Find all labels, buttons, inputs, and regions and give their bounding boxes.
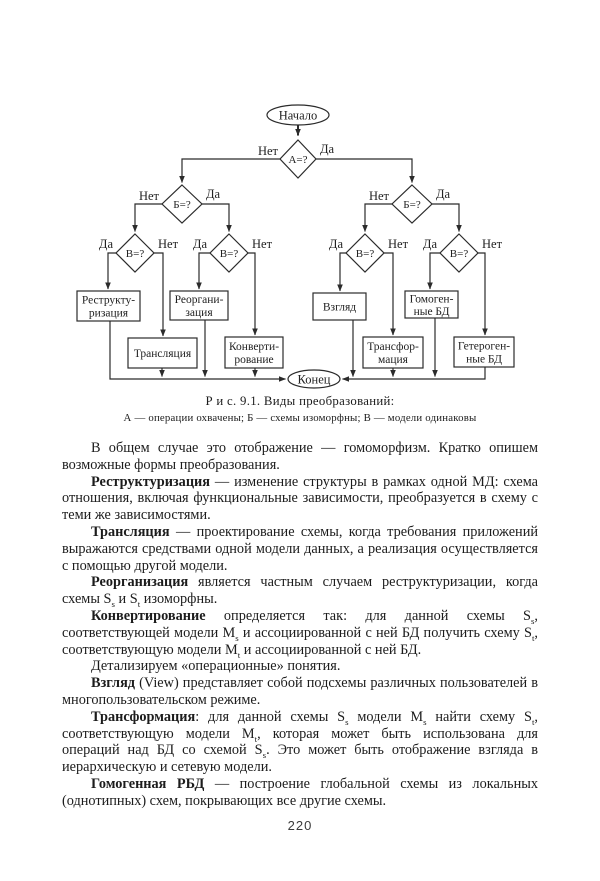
paragraph-intro: В общем случае это отображение — гомомор…	[62, 440, 538, 473]
branch-yes-label: Да	[329, 237, 344, 251]
terminator-end-label: Конец	[298, 373, 331, 387]
terminator-start: Начало	[266, 104, 330, 126]
decision-v-4: В=? Да Нет	[423, 233, 503, 273]
process-heterogeneous-db: Гетероген- ные БД	[453, 336, 515, 368]
terminator-start-label: Начало	[279, 109, 318, 123]
process-translation: Трансляция	[127, 337, 198, 369]
paragraph-view: Взгляд (View) представляет собой подсхем…	[62, 675, 538, 708]
process-restructuring: Реструкту- ризация	[76, 290, 141, 322]
branch-no-label: Нет	[482, 237, 503, 251]
branch-no-label: Нет	[258, 144, 279, 158]
flow-connectors	[105, 125, 488, 382]
branch-no-label: Нет	[139, 189, 160, 203]
branch-yes-label: Да	[436, 187, 451, 201]
branch-yes-label: Да	[320, 142, 335, 156]
decision-v-label: В=?	[126, 248, 145, 260]
process-conversion: Конверти- рование	[224, 336, 284, 369]
decision-v-label: В=?	[356, 248, 375, 260]
process-label: мация	[378, 354, 409, 366]
process-label: ризация	[89, 308, 129, 320]
process-homogeneous-db: Гомоген- ные БД	[404, 290, 459, 319]
decision-v-2: В=? Да Нет	[193, 233, 273, 273]
process-reorganization: Реоргани- зация	[169, 290, 229, 321]
paragraph-restructuring: Реструктуризация — изменение структуры в…	[62, 473, 538, 524]
process-label: Конверти-	[229, 341, 279, 353]
body-text: В общем случае это отображение — гомомор…	[62, 440, 538, 810]
paragraph-homogeneous: Гомогенная РБД — построение глобальной с…	[62, 775, 538, 809]
branch-no-label: Нет	[369, 189, 390, 203]
decision-b-label: Б=?	[403, 199, 421, 211]
process-label: зация	[185, 307, 213, 319]
decision-b-left: Б=? Нет Да	[139, 184, 221, 224]
process-label: Реструкту-	[82, 295, 135, 307]
process-label: Взгляд	[323, 302, 356, 314]
flowchart-figure: Начало А=? Нет Да Б=? Нет Да Б=? Нет Да …	[76, 104, 515, 389]
paragraph-detail: Детализируем «операционные» понятия.	[91, 658, 341, 675]
branch-no-label: Нет	[158, 237, 179, 251]
branch-yes-label: Да	[206, 187, 221, 201]
branch-no-label: Нет	[252, 237, 273, 251]
figure-legend: А — операции охвачены; Б — схемы изоморф…	[123, 412, 477, 424]
process-label: Трансфор-	[367, 341, 419, 353]
decision-v-label: В=?	[450, 248, 469, 260]
figure-caption: Р и с. 9.1. Виды преобразований:	[205, 394, 395, 408]
decision-v-3: В=? Да Нет	[329, 233, 409, 273]
process-label: Трансляция	[134, 348, 192, 360]
page-number: 220	[287, 818, 313, 833]
decision-v-label: В=?	[220, 248, 239, 260]
paragraph-reorganization: Реорганизация является частным случаем р…	[62, 574, 538, 610]
process-label: Реоргани-	[175, 294, 224, 306]
process-view: Взгляд	[312, 292, 367, 321]
decision-v-1: В=? Да Нет	[99, 233, 179, 273]
decision-b-right: Б=? Нет Да	[369, 184, 451, 224]
process-label: ные БД	[414, 306, 450, 318]
paragraph-conversion: Конвертирование определяется так: для да…	[62, 607, 538, 660]
paragraph-translation: Трансляция — проектирование схемы, когда…	[62, 523, 538, 574]
branch-yes-label: Да	[423, 237, 438, 251]
decision-a-label: А=?	[288, 154, 307, 166]
branch-yes-label: Да	[193, 237, 208, 251]
process-label: Гетероген-	[458, 341, 510, 353]
terminator-end: Конец	[287, 369, 341, 389]
decision-a: А=? Нет Да	[258, 139, 335, 179]
process-transformation: Трансфор- мация	[362, 336, 424, 369]
decision-b-label: Б=?	[173, 199, 191, 211]
process-label: Гомоген-	[410, 294, 454, 306]
process-label: рование	[234, 354, 273, 366]
process-label: ные БД	[466, 354, 502, 366]
branch-no-label: Нет	[388, 237, 409, 251]
branch-yes-label: Да	[99, 237, 114, 251]
paragraph-transformation: Трансформация: для данной схемы Ss модел…	[62, 708, 538, 776]
